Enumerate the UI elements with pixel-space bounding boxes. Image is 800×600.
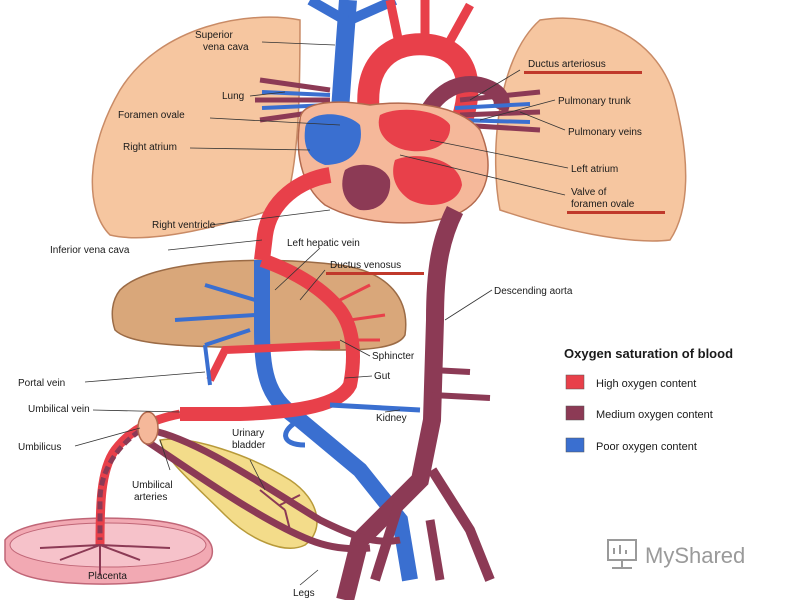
label-lung: Lung <box>222 91 244 102</box>
inferior-vena-cava-vessel <box>254 167 332 261</box>
umbilical-artery-2 <box>143 437 371 553</box>
label-valve-of-foramen-ovale-1: Valve of <box>571 187 607 198</box>
umbilical-cord <box>97 422 152 540</box>
legend-label-high: High oxygen content <box>596 378 696 390</box>
left-atrium-chamber <box>378 109 451 152</box>
label-umbilical-arteries-1: Umbilical <box>132 480 173 491</box>
label-left-hepatic-vein: Left hepatic vein <box>287 238 360 249</box>
aorta-branch-5 <box>431 367 491 401</box>
liver-veins-red <box>339 283 386 342</box>
presentation-board-icon <box>607 539 637 569</box>
right-atrium-chamber <box>304 114 361 165</box>
liver-veins-blue <box>174 283 256 386</box>
aorta-leg-right <box>427 467 495 582</box>
label-urinary-bladder-2: bladder <box>232 440 266 451</box>
right-ventricle-chamber <box>342 164 391 211</box>
label-legs: Legs <box>293 588 315 599</box>
legend-label-poor: Poor oxygen content <box>596 441 697 453</box>
umbilical-artery-1 <box>149 426 401 545</box>
label-umbilical-vein: Umbilical vein <box>28 404 90 415</box>
legend-title: Oxygen saturation of blood <box>564 346 733 361</box>
ductus-venosus-vessel <box>180 253 360 421</box>
label-ductus-venosus: Ductus venosus <box>330 260 401 271</box>
descending-aorta-vessel <box>336 205 464 600</box>
label-ductus-arteriosus: Ductus arteriosus <box>528 59 606 70</box>
label-right-atrium: Right atrium <box>123 142 177 153</box>
label-kidney: Kidney <box>376 413 407 424</box>
label-sphincter: Sphincter <box>372 351 415 362</box>
aorta-branch-4 <box>425 519 445 581</box>
watermark: MyShared <box>607 539 745 569</box>
label-superior-vena-cava-2: vena cava <box>203 42 249 53</box>
label-valve-of-foramen-ovale-2: foramen ovale <box>571 199 635 210</box>
label-pulmonary-trunk: Pulmonary trunk <box>558 96 632 107</box>
label-left-atrium: Left atrium <box>571 164 618 175</box>
leader-lines <box>74 41 569 586</box>
label-descending-aorta: Descending aorta <box>494 286 573 297</box>
label-umbilicus: Umbilicus <box>18 442 61 453</box>
placenta-vessels <box>39 544 171 575</box>
underline-ductus-venosus <box>326 272 424 275</box>
label-superior-vena-cava-1: Superior <box>195 30 233 41</box>
label-inferior-vena-cava: Inferior vena cava <box>50 245 130 256</box>
svc-branch-left <box>307 0 348 25</box>
watermark-text: MyShared <box>645 543 745 568</box>
legend: Oxygen saturation of blood High oxygen c… <box>564 346 733 453</box>
label-umbilical-arteries-2: arteries <box>134 492 167 503</box>
label-urinary-bladder-1: Urinary <box>232 428 264 439</box>
portal-branch <box>206 341 341 382</box>
aorta-branch-3 <box>441 2 474 53</box>
legend-swatch-medium <box>565 405 585 421</box>
underline-valve-of-foramen-ovale <box>567 211 665 214</box>
left-ventricle-chamber <box>393 156 462 205</box>
label-portal-vein: Portal vein <box>18 378 65 389</box>
label-placenta: Placenta <box>88 571 127 582</box>
legend-swatch-high <box>565 374 585 390</box>
legend-swatch-poor <box>565 437 585 453</box>
bladder-vessels <box>259 489 301 531</box>
left-lung-shape <box>91 16 301 239</box>
label-gut: Gut <box>374 371 390 382</box>
umbilicus-ring <box>137 411 159 445</box>
kidney-vessels <box>283 402 421 448</box>
label-pulmonary-veins: Pulmonary veins <box>568 127 642 138</box>
underline-ductus-arteriosus <box>524 71 642 74</box>
aorta-branch-1 <box>385 0 405 49</box>
superior-vena-cava-vessel <box>331 0 357 111</box>
ivc-lower-vessel <box>254 260 418 582</box>
label-right-ventricle: Right ventricle <box>152 220 216 231</box>
legend-label-medium: Medium oxygen content <box>596 409 713 421</box>
label-foramen-ovale: Foramen ovale <box>118 110 185 121</box>
